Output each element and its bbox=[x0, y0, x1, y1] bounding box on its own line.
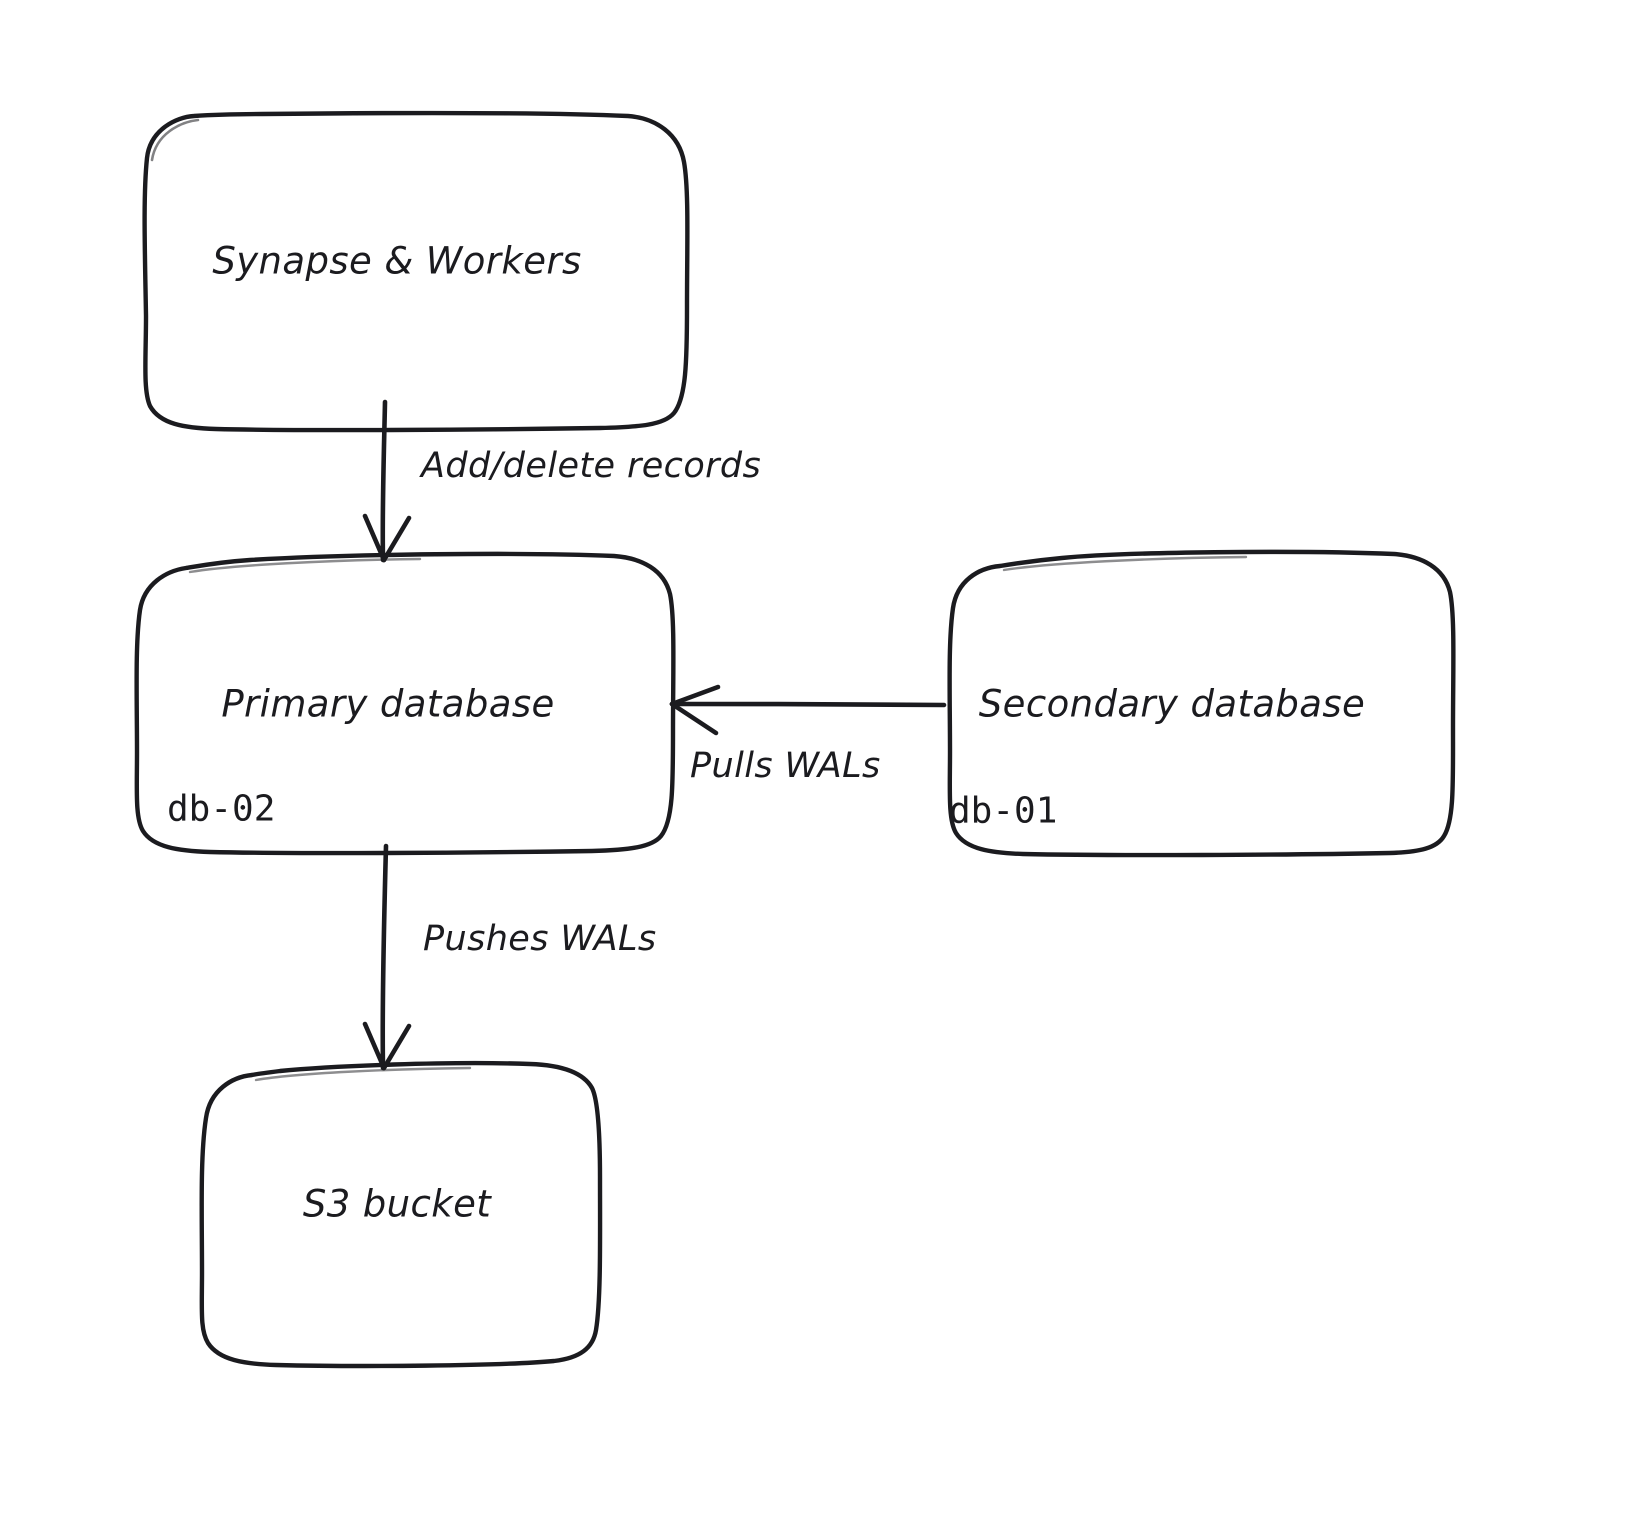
node-s3-bucket-shape[interactable] bbox=[199, 1060, 603, 1369]
edge-label-add-delete-records: Add/delete records bbox=[421, 446, 762, 486]
node-sublabel-secondary-db: db-01 bbox=[949, 790, 1058, 832]
edge-secondary-to-primary bbox=[669, 684, 947, 736]
node-label-synapse: Synapse & Workers bbox=[212, 239, 582, 283]
node-label-secondary-db: Secondary database bbox=[978, 682, 1366, 726]
edge-synapse-to-primary bbox=[362, 399, 412, 563]
edge-label-pushes-wals: Pushes WALs bbox=[423, 919, 657, 959]
node-primary-db-shape[interactable] bbox=[134, 551, 676, 856]
edge-label-pulls-wals: Pulls WALs bbox=[690, 746, 881, 786]
node-secondary-db-shape[interactable] bbox=[947, 549, 1456, 858]
node-sublabel-primary-db: db-02 bbox=[167, 788, 276, 830]
node-label-primary-db: Primary database bbox=[221, 682, 555, 726]
edge-primary-to-s3 bbox=[362, 843, 412, 1071]
node-synapse-shape[interactable] bbox=[142, 110, 690, 433]
node-label-s3-bucket: S3 bucket bbox=[302, 1182, 492, 1226]
